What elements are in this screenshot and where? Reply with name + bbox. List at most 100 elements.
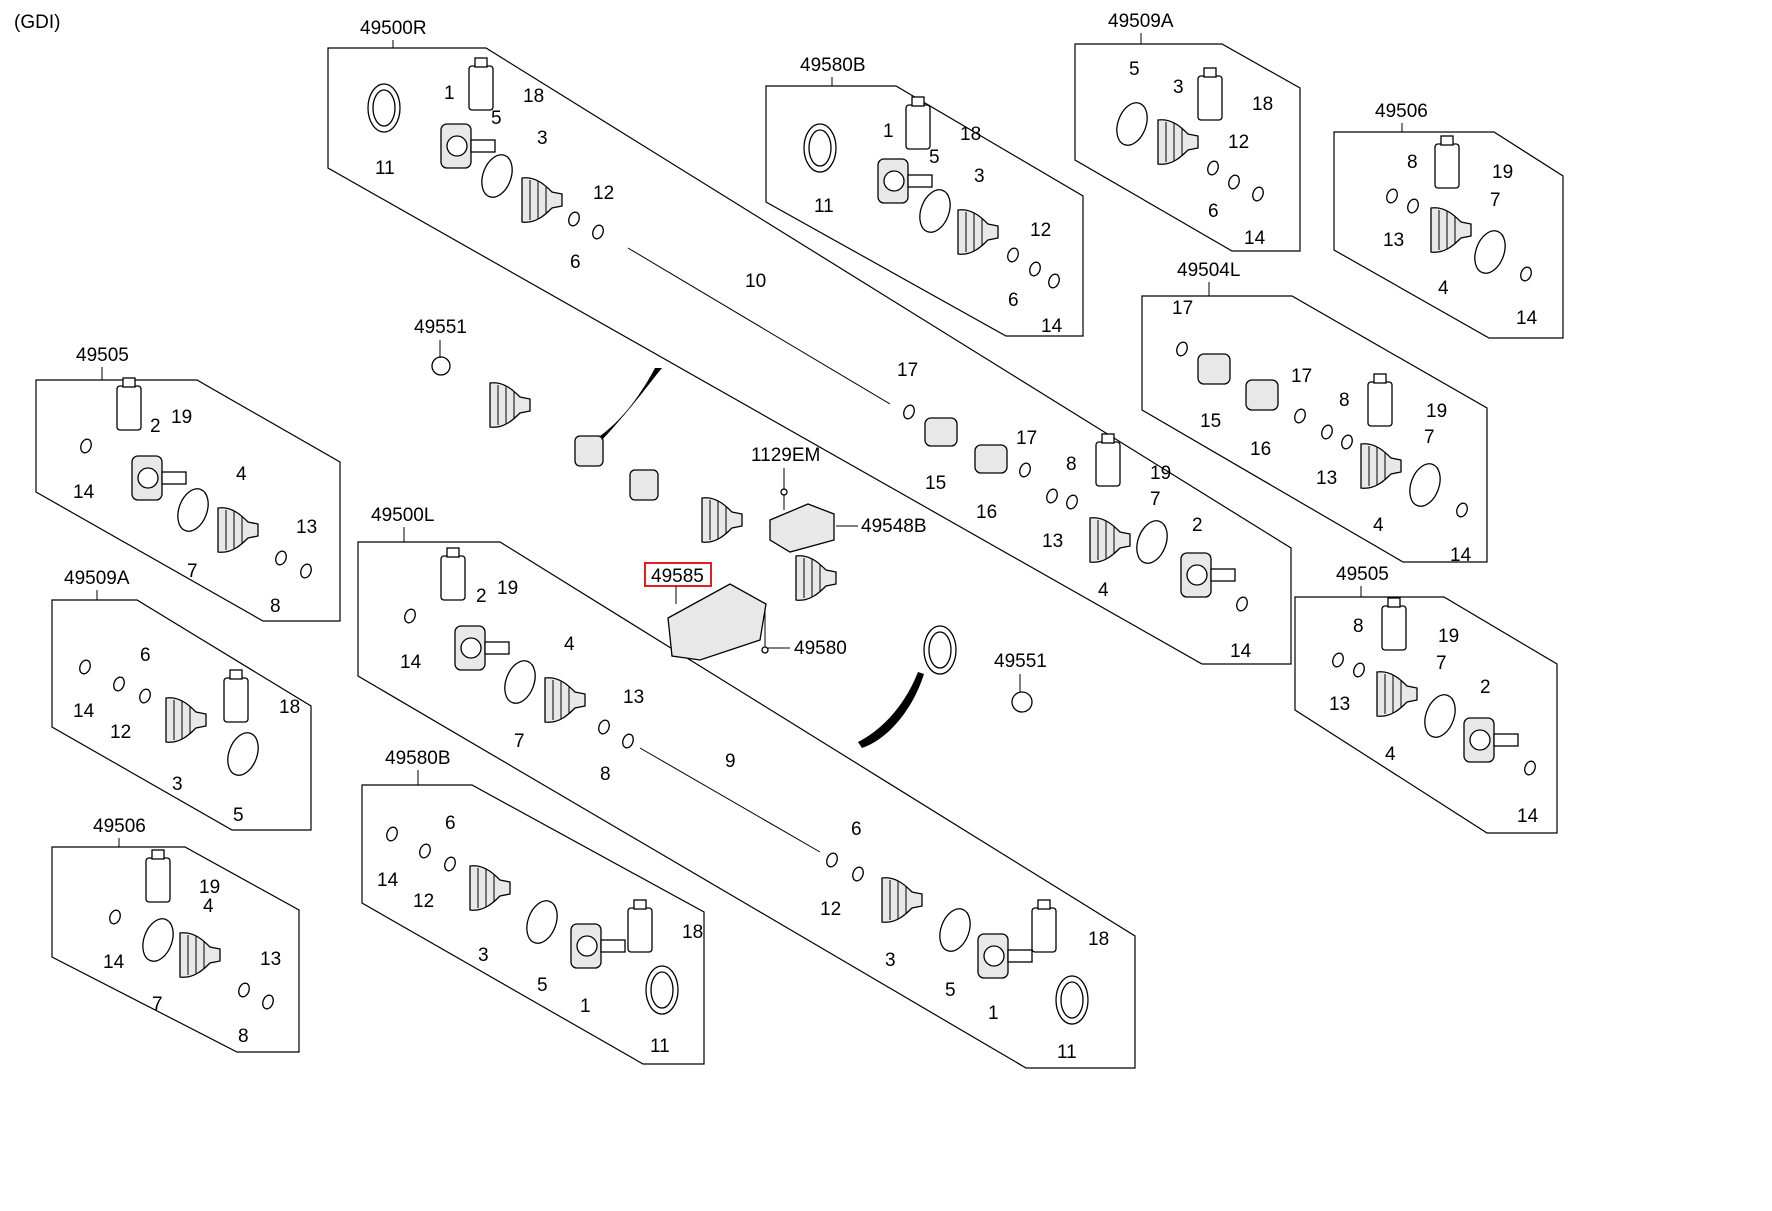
callout: 5: [537, 975, 548, 996]
callout: 14: [1244, 228, 1266, 249]
center-driveshaft: [431, 356, 1033, 748]
group-49509A-top-parts: 5 3 18 12 6 14: [1110, 59, 1273, 249]
group-49500R-callouts: 1 18 5 3 12 11 6 10 17 17 15 16 8 19 13 …: [375, 83, 1252, 662]
callout: 5: [945, 980, 956, 1001]
callout: 18: [960, 124, 981, 145]
callout: 7: [1424, 427, 1435, 448]
group-49580B-bottom[interactable]: 49580B: [361, 748, 705, 1065]
callout: 3: [885, 950, 896, 971]
part-code[interactable]: 49551: [994, 651, 1047, 672]
group-code[interactable]: 49500R: [360, 18, 427, 39]
highlighted-part[interactable]: 49585: [644, 562, 712, 587]
group-49500R[interactable]: 49500R: [327, 18, 1292, 665]
callout: 14: [1450, 545, 1472, 566]
callout: 7: [1490, 190, 1501, 211]
callout: 17: [1291, 366, 1312, 387]
group-code[interactable]: 49505: [1336, 564, 1389, 585]
callout: 15: [925, 473, 946, 494]
callout: 7: [514, 731, 525, 752]
callout: 7: [1150, 489, 1161, 510]
group-frame: [1074, 43, 1301, 252]
callout: 12: [820, 899, 841, 920]
group-49505-right[interactable]: 49505: [1294, 564, 1558, 834]
callout: 11: [814, 196, 834, 217]
callout: 13: [1042, 531, 1063, 552]
group-code[interactable]: 49505: [76, 345, 129, 366]
callout: 4: [1098, 580, 1109, 601]
callout: 11: [1057, 1042, 1077, 1063]
callout: 12: [1228, 132, 1249, 153]
group-49509A-left-parts: 6 14 12 18 3 5: [73, 645, 300, 826]
callout: 4: [1373, 515, 1384, 536]
callout: 6: [570, 252, 581, 273]
callout: 8: [1066, 454, 1077, 475]
group-code[interactable]: 49500L: [371, 505, 434, 526]
callout: 19: [199, 877, 220, 898]
callout: 5: [233, 805, 244, 826]
callout: 13: [260, 949, 281, 970]
group-49580B-top[interactable]: 49580B: [765, 55, 1084, 337]
group-49506-top-parts: 8 19 7 13 4 14: [1383, 135, 1538, 329]
group-frame: [1333, 131, 1564, 339]
callout: 14: [377, 870, 399, 891]
group-49509A-top[interactable]: 49509A: [1074, 11, 1301, 252]
callout: 1: [580, 996, 591, 1017]
callout: 14: [73, 701, 95, 722]
callout: 14: [1516, 308, 1538, 329]
part-code[interactable]: 49580: [794, 638, 847, 659]
group-49580B-bottom-parts: 6 14 12 3 18 5 1 11: [377, 813, 703, 1057]
callout: 1: [444, 83, 455, 104]
callout: 5: [491, 108, 502, 129]
callout: 7: [152, 994, 163, 1015]
group-49509A-left[interactable]: 49509A: [51, 568, 312, 831]
highlight-frame: [644, 562, 712, 587]
callout: 14: [400, 652, 422, 673]
part-code[interactable]: 49585: [651, 566, 704, 587]
callout: 13: [623, 687, 644, 708]
callout: 6: [140, 645, 151, 666]
callout: 12: [593, 183, 614, 204]
group-frame: [1294, 596, 1558, 834]
callout: 6: [1008, 290, 1019, 311]
group-49505-left[interactable]: 49505: [35, 345, 341, 622]
callout: 13: [296, 517, 317, 538]
callout: 3: [172, 774, 183, 795]
group-frame: [51, 846, 300, 1053]
group-code[interactable]: 49580B: [385, 748, 451, 769]
group-49505-right-parts: 8 19 7 2 13 4 14: [1329, 597, 1539, 827]
callout: 3: [478, 945, 489, 966]
callout: 18: [682, 922, 703, 943]
callout: 2: [476, 586, 487, 607]
callout: 19: [1426, 401, 1447, 422]
part-code[interactable]: 49551: [414, 317, 467, 338]
part-code[interactable]: 1129EM: [751, 445, 820, 466]
callout: 18: [1252, 94, 1273, 115]
callout: 4: [1438, 278, 1449, 299]
group-code[interactable]: 49509A: [1108, 11, 1174, 32]
callout: 14: [73, 482, 95, 503]
group-frame: [361, 784, 705, 1065]
callout: 17: [1016, 428, 1037, 449]
callout: 13: [1383, 230, 1404, 251]
group-code[interactable]: 49504L: [1177, 260, 1240, 281]
group-frame: [1141, 295, 1488, 563]
callout: 6: [1208, 201, 1219, 222]
group-code[interactable]: 49506: [93, 816, 146, 837]
callout: 11: [650, 1036, 670, 1057]
part-code[interactable]: 49548B: [861, 516, 927, 537]
callout: 3: [537, 128, 548, 149]
group-frame: [35, 379, 341, 622]
group-49504L[interactable]: 49504L: [1141, 260, 1488, 563]
callout: 6: [851, 819, 862, 840]
group-code[interactable]: 49506: [1375, 101, 1428, 122]
group-49506-top[interactable]: 49506: [1333, 101, 1564, 339]
group-code[interactable]: 49509A: [64, 568, 130, 589]
callout: 5: [1129, 59, 1140, 80]
group-49500L[interactable]: 49500L: [357, 505, 1136, 1069]
callout: 8: [270, 596, 281, 617]
group-49506-left[interactable]: 49506: [51, 816, 300, 1053]
callout: 8: [600, 764, 611, 785]
callout: 14: [1517, 806, 1539, 827]
group-code[interactable]: 49580B: [800, 55, 866, 76]
